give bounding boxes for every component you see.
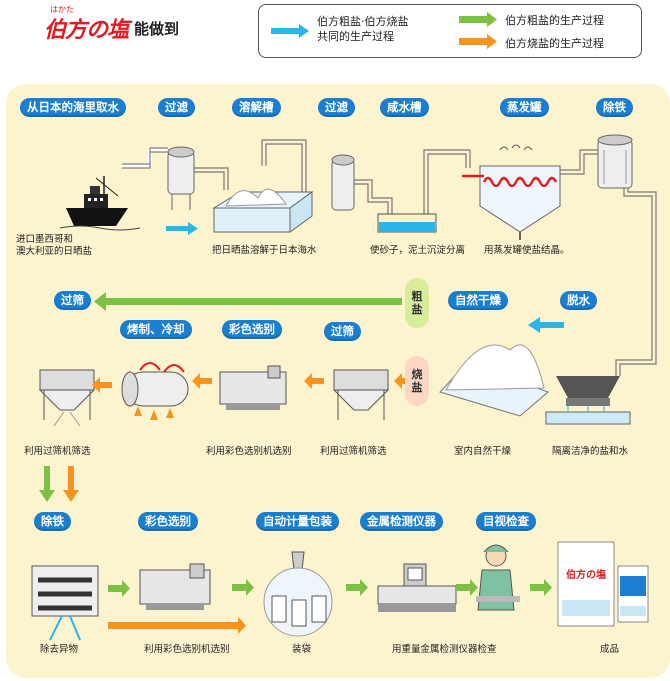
- flow-arrow-roasted: [304, 373, 324, 389]
- ship-icon: [59, 176, 141, 231]
- metal-detector-icon: [377, 563, 457, 612]
- sieve-machine-icon: [332, 369, 390, 420]
- product-bags-icon: 伯方の塩: [557, 541, 649, 627]
- flow-arrow-roasted: [192, 373, 212, 389]
- step-pill: 烤制、冷却: [120, 320, 192, 339]
- caption-product: 成品: [600, 644, 620, 655]
- legend-arrows: [271, 12, 497, 49]
- bagging-machine-icon: [263, 551, 333, 637]
- legend-common-label: 伯方粗盐·伯方烧盐 共同的生产过程: [317, 15, 409, 43]
- caption-color-sort-a: 利用彩色选别机选别: [206, 446, 292, 457]
- pipes: [122, 147, 168, 169]
- pipe-lines: [194, 139, 657, 376]
- roaster-icon: [121, 362, 189, 420]
- magnet-icon: [31, 565, 99, 641]
- flow-arrow-roasted: [63, 466, 79, 502]
- step-pill: 彩色选别: [222, 320, 282, 339]
- step-pill: 过筛: [54, 291, 91, 310]
- caption-sieve-b: 利用过筛机筛选: [320, 446, 387, 457]
- flow-arrow-roasted: [108, 617, 246, 634]
- flow-arrow-coarse: [39, 466, 55, 502]
- legend-roasted-label: 伯方烧盐的生产过程: [505, 37, 604, 50]
- flow-arrow-common: [456, 579, 478, 596]
- branch-roasted-label: 烧 盐: [405, 356, 429, 406]
- flow-arrow-coarse: [108, 580, 130, 597]
- step-pill: 自动计量包装: [256, 512, 339, 531]
- step-pill: 溶解槽: [232, 98, 281, 117]
- inspector-icon: [476, 544, 520, 611]
- legend-coarse-label: 伯方粗盐的生产过程: [505, 14, 604, 27]
- legend-arrow-roasted: [459, 34, 497, 49]
- flow-arrow-common: [346, 579, 368, 596]
- iron-remover-icon: [597, 134, 633, 189]
- brine-tank-icon: [377, 213, 437, 233]
- step-pill: 金属检测仪器: [360, 512, 443, 531]
- filter-tank-icon: [331, 154, 355, 211]
- dehydrator-icon: [545, 376, 631, 425]
- legend: 伯方粗盐·伯方烧盐 共同的生产过程 伯方粗盐的生产过程 伯方烧盐的生产过程: [258, 4, 642, 58]
- evaporator-icon: [462, 144, 561, 240]
- step-pill: 除铁: [34, 512, 71, 531]
- brand-ruby: はかた: [50, 5, 74, 14]
- caption-sieve-a: 利用过筛机筛选: [24, 446, 91, 457]
- flow-arrow-common: [530, 579, 552, 596]
- step-pill: 目视检查: [476, 512, 536, 531]
- flow-arrow-coarse: [94, 292, 402, 311]
- product-logo-mark: 伯方の塩: [566, 568, 606, 581]
- step-pill: 脱水: [560, 291, 597, 310]
- step-pill: 彩色选别: [138, 512, 198, 531]
- dissolve-tank-icon: [212, 188, 314, 233]
- salt-pile-icon: [439, 344, 549, 417]
- step-pill: 过滤: [318, 98, 355, 117]
- filter-tank-icon: [167, 146, 195, 210]
- caption-color-sort-b: 利用彩色选别机选别: [144, 644, 230, 655]
- brand-suffix: 能做到: [134, 19, 180, 38]
- step-pill: 过滤: [158, 98, 195, 117]
- caption-air-dry: 室内自然干燥: [454, 446, 512, 457]
- step-pill: 除铁: [596, 98, 633, 117]
- caption-settle: 使砂子，泥土沉淀分离: [370, 245, 466, 256]
- color-sorter-icon: [139, 563, 211, 610]
- brand-logo: 伯方の塩: [44, 17, 129, 43]
- step-pill: 咸水槽: [380, 98, 429, 117]
- step-pill: 自然干燥: [448, 291, 508, 310]
- step-pill: 蒸发罐: [500, 98, 549, 117]
- caption-remove: 除去异物: [40, 644, 79, 655]
- caption-dissolve: 把日晒盐溶解于日本海水: [212, 245, 317, 256]
- legend-arrow-coarse: [459, 12, 497, 27]
- color-sorter-icon: [219, 365, 287, 410]
- brand-header: はかた 伯方の塩 能做到: [44, 5, 180, 44]
- flow-arrow-roasted: [92, 377, 112, 393]
- flow-arrow-common: [166, 222, 198, 235]
- caption-metal-check: 用重量金属检测仪器检查: [392, 644, 497, 655]
- step-pill: 过筛: [324, 322, 361, 341]
- caption-evaporate: 用蒸发罐使盐结晶。: [484, 245, 570, 256]
- legend-arrow-common: [271, 24, 309, 38]
- branch-coarse-label: 粗 盐: [405, 278, 429, 328]
- flow-arrow-coarse: [232, 579, 254, 596]
- step-pill: 从日本的海里取水: [20, 98, 126, 117]
- caption-import: 进口墨西哥和 澳大利亚的日晒盐: [16, 234, 93, 257]
- caption-separate: 隔离洁净的盐和水: [552, 446, 629, 457]
- sieve-machine-icon: [38, 369, 96, 427]
- flow-arrow-common: [528, 317, 564, 333]
- caption-bagging: 装袋: [292, 644, 312, 655]
